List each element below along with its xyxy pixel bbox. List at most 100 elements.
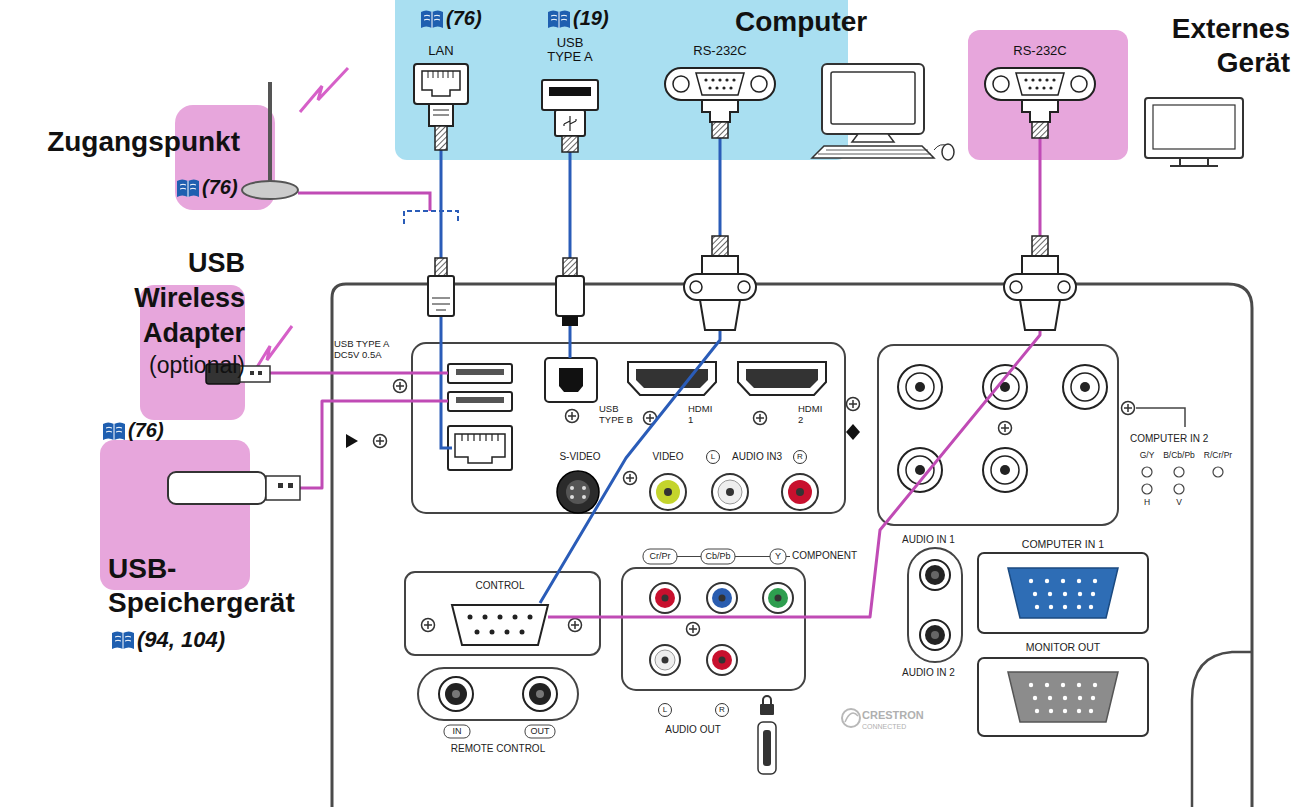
projector-housing xyxy=(332,284,1252,807)
page-ref: (76) xyxy=(202,176,252,199)
play-mark xyxy=(346,434,358,448)
pin-label: R/Cr/Pr xyxy=(1199,451,1237,461)
vga-port xyxy=(1008,568,1118,618)
component-jack xyxy=(655,650,675,670)
component-jack xyxy=(650,583,680,613)
vga-port xyxy=(1029,683,1097,713)
port-label: AUDIO OUT xyxy=(643,724,743,736)
control-port xyxy=(513,615,518,620)
hdmi-port xyxy=(628,362,826,395)
serial-jack xyxy=(1022,100,1058,122)
channel-mark: R xyxy=(715,705,729,714)
play-mark xyxy=(346,434,358,448)
serial-jack xyxy=(1045,78,1048,81)
lan-jack xyxy=(429,104,453,126)
vga-port xyxy=(1061,579,1065,583)
security-slot xyxy=(763,696,771,704)
cable-plug xyxy=(1022,256,1058,274)
audio-jack xyxy=(908,548,962,662)
antenna-icon xyxy=(268,82,272,186)
component-jack xyxy=(659,704,672,717)
component-jack xyxy=(662,657,669,664)
usb-a-jack xyxy=(555,110,585,136)
component-jack xyxy=(655,588,675,608)
book-icon xyxy=(112,632,134,650)
cable-plug xyxy=(1010,281,1022,293)
vga-port xyxy=(1008,672,1118,722)
audio-jack xyxy=(931,631,939,639)
radio-bolt xyxy=(300,68,348,112)
control-port xyxy=(505,630,510,635)
projector-housing xyxy=(1192,652,1252,807)
wireless-dongle xyxy=(258,371,262,375)
pin-label: B/Cb/Pb xyxy=(1160,451,1198,461)
zone-title: Computer xyxy=(735,6,895,38)
vga-port xyxy=(1049,709,1053,713)
bnc-connector xyxy=(1071,373,1099,401)
bnc-connector xyxy=(1136,408,1185,427)
projector-housing xyxy=(332,284,1252,807)
control-port xyxy=(475,630,480,635)
lan-jack xyxy=(414,64,468,104)
remote-jack xyxy=(536,690,544,698)
bnc-connector xyxy=(915,465,925,475)
monitor-icon xyxy=(1145,98,1243,158)
vga-port xyxy=(1063,605,1067,609)
vga-port xyxy=(1029,683,1033,687)
vga-port xyxy=(978,658,1148,736)
vga-port xyxy=(1048,592,1052,596)
cable-plug xyxy=(700,300,740,330)
cable-plug xyxy=(432,298,450,310)
cable-plug xyxy=(1058,281,1070,293)
control-port xyxy=(468,615,533,635)
port-label: HDMI 2 xyxy=(798,403,826,425)
vga-port xyxy=(1035,605,1039,609)
access-point-cable xyxy=(298,193,430,211)
bnc-connector xyxy=(898,448,942,492)
serial-jack xyxy=(715,86,718,89)
vga-port xyxy=(1049,605,1053,609)
component-jack xyxy=(701,549,735,564)
pin-label: G/Y xyxy=(1134,451,1160,461)
serial-jack xyxy=(718,78,721,81)
radio-bolt xyxy=(254,68,348,372)
port-label: COMPUTER IN 2 xyxy=(1130,433,1240,445)
av-jack xyxy=(796,488,804,496)
antenna-icon xyxy=(242,82,298,199)
component-jack xyxy=(716,704,729,717)
lan-jack xyxy=(414,64,468,150)
zone-title: USB Wireless Adapter xyxy=(95,246,245,351)
cable-plug xyxy=(435,258,447,276)
cable-plug xyxy=(702,256,738,274)
usb-a-jack xyxy=(549,87,591,96)
bnc-connector xyxy=(1174,467,1184,477)
port-label: AUDIO IN 2 xyxy=(902,667,982,679)
device-zone: Externes GerätRS-232C xyxy=(968,30,1128,160)
vga-port xyxy=(1029,579,1097,609)
channel-mark: L xyxy=(658,705,672,714)
panel-screw xyxy=(999,422,1012,435)
lan-jack: LAN xyxy=(414,64,468,104)
component-jack xyxy=(712,588,732,608)
lan-jack xyxy=(433,110,449,115)
monitor-icon xyxy=(1153,105,1235,149)
diamond-mark xyxy=(846,424,860,440)
book-icon xyxy=(421,11,443,29)
computer-icon xyxy=(852,134,894,142)
zone-title: Zugangspunkt xyxy=(20,126,240,158)
component-jack xyxy=(662,595,669,602)
computer-icon xyxy=(818,150,931,154)
serial-jack xyxy=(1028,86,1031,89)
cable-plug xyxy=(563,258,577,276)
port-name: LAN xyxy=(412,44,470,59)
vga-port xyxy=(1048,696,1052,700)
port-label: COMPUTER IN 1 xyxy=(998,538,1128,550)
panel-screw xyxy=(754,412,767,425)
hdmi-port xyxy=(746,369,818,388)
remote-jack xyxy=(445,683,467,705)
lan-port xyxy=(448,426,512,470)
serial-jack xyxy=(708,86,711,89)
component-jack xyxy=(622,549,805,717)
serial-jack xyxy=(1042,86,1045,89)
computer-icon xyxy=(831,72,915,124)
